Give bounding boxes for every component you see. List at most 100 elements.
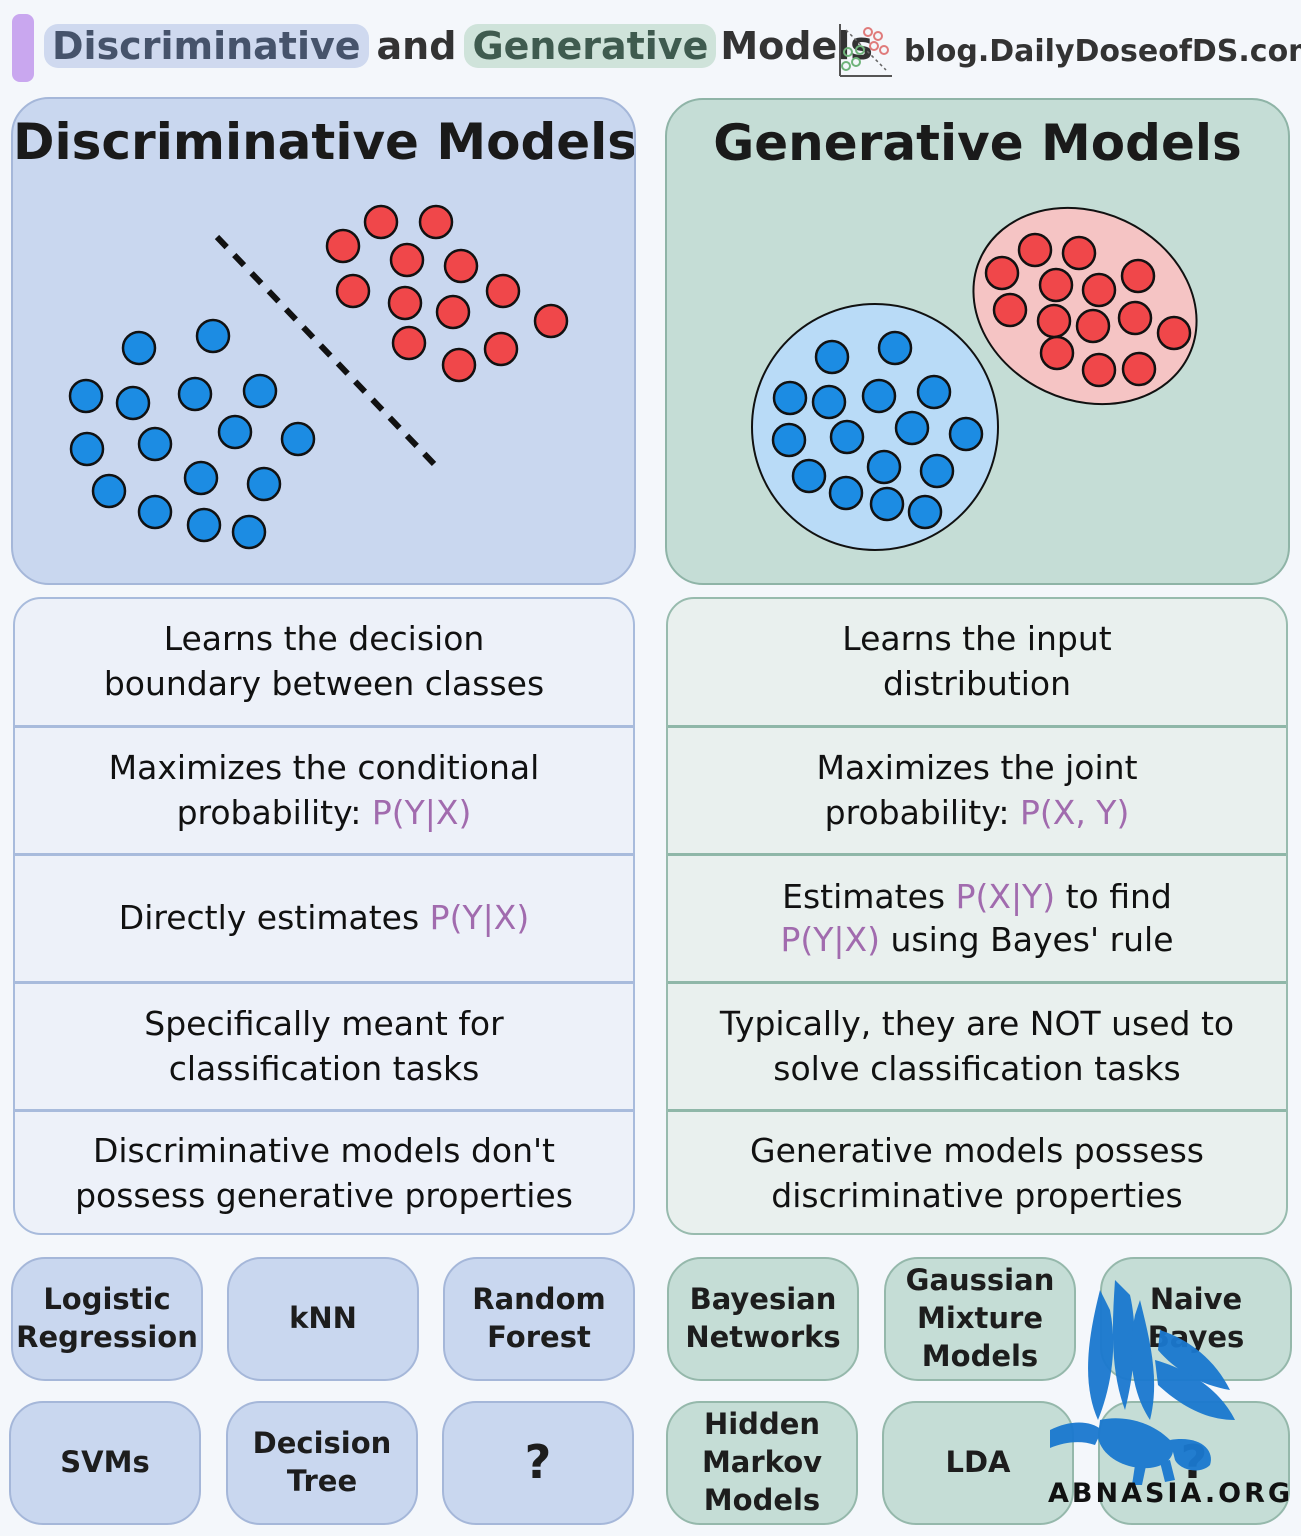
discriminative-panel-title: Discriminative Models <box>13 113 636 171</box>
data-point <box>877 330 913 366</box>
probability-expression: P(Y|X) <box>371 792 472 832</box>
data-point <box>814 339 850 375</box>
data-point <box>183 460 219 496</box>
table-row: Typically, they are NOT used to solve cl… <box>668 981 1286 1109</box>
data-point <box>861 378 897 414</box>
example-chip-lda: LDA <box>882 1401 1074 1525</box>
data-point <box>389 242 425 278</box>
data-point <box>69 431 105 467</box>
row-text: Typically, they are NOT used to solve cl… <box>719 1003 1235 1088</box>
data-point <box>137 426 173 462</box>
decision-boundary-illustration <box>68 204 569 550</box>
data-point <box>791 458 827 494</box>
data-point <box>1081 272 1117 308</box>
probability-expression: P(Y|X) <box>429 898 530 938</box>
data-point <box>894 410 930 446</box>
data-point <box>387 285 423 321</box>
row-text: Generative models possess discriminative… <box>750 1130 1204 1215</box>
title-and: and <box>376 24 457 68</box>
data-point <box>1156 315 1192 351</box>
title-generative: Generative <box>464 24 717 68</box>
data-point <box>68 378 104 414</box>
data-point <box>1036 303 1072 339</box>
example-chip-bayesian-networks: Bayesian Networks <box>667 1257 859 1381</box>
data-point <box>772 380 808 416</box>
table-row: Discriminative models don't possess gene… <box>15 1109 633 1233</box>
data-point <box>177 376 213 412</box>
data-point <box>866 449 902 485</box>
probability-expression: P(X|Y) <box>955 876 1056 916</box>
example-chip-decision-tree: Decision Tree <box>226 1401 418 1525</box>
example-chip-svms: SVMs <box>9 1401 201 1525</box>
data-point <box>869 486 905 522</box>
example-chip-knn: kNN <box>227 1257 419 1381</box>
data-point <box>948 416 984 452</box>
data-point <box>217 414 253 450</box>
example-chip-logistic-regression: Logistic Regression <box>11 1257 203 1381</box>
data-point <box>1121 351 1157 387</box>
table-row: Directly estimates P(Y|X) <box>15 853 633 981</box>
watermark-text: ABNASIA.ORG <box>1048 1478 1294 1509</box>
data-point <box>280 421 316 457</box>
data-point <box>115 385 151 421</box>
table-row: Estimates P(X|Y) to find P(Y|X) using Ba… <box>668 853 1286 981</box>
data-point <box>919 453 955 489</box>
data-point <box>121 330 157 366</box>
data-point <box>992 292 1028 328</box>
title-accent-bar <box>12 14 34 82</box>
data-point <box>418 204 454 240</box>
data-point <box>335 273 371 309</box>
row-text: Maximizes the conditional probability: P… <box>108 747 540 832</box>
table-row: Maximizes the conditional probability: P… <box>15 725 633 853</box>
generative-properties-table: Learns the input distribution Maximizes … <box>666 597 1288 1235</box>
data-point <box>1120 258 1156 294</box>
data-point <box>1117 300 1153 336</box>
row-text: Maximizes the joint probability: P(X, Y) <box>816 747 1138 832</box>
title-discriminative: Discriminative <box>44 24 369 68</box>
blue-class-points <box>68 318 316 550</box>
data-point <box>1081 352 1117 388</box>
row-text: Specifically meant for classification ta… <box>144 1003 504 1088</box>
discriminative-panel: Discriminative Models <box>11 97 636 585</box>
probability-expression: P(X, Y) <box>1019 792 1130 832</box>
example-chip-hidden-markov-models: Hidden Markov Models <box>666 1401 858 1525</box>
data-point <box>483 331 519 367</box>
data-point <box>1075 308 1111 344</box>
data-point <box>435 294 471 330</box>
table-row: Learns the decision boundary between cla… <box>15 599 633 725</box>
table-row: Maximizes the joint probability: P(X, Y) <box>668 725 1286 853</box>
probability-expression: P(Y|X) <box>780 919 880 959</box>
red-class-points <box>984 232 1192 388</box>
data-point <box>242 373 278 409</box>
red-class-points <box>325 204 569 383</box>
decision-boundary-line <box>214 234 438 468</box>
generative-panel: Generative Models <box>665 98 1290 585</box>
row-text: Estimates P(X|Y) to find P(Y|X) using Ba… <box>780 876 1174 959</box>
data-point <box>363 204 399 240</box>
row-text: Discriminative models don't possess gene… <box>75 1130 573 1215</box>
distribution-illustration <box>751 206 1198 551</box>
generative-panel-title: Generative Models <box>713 114 1242 172</box>
blog-url: blog.DailyDoseofDS.com <box>904 34 1301 69</box>
blue-class-points <box>771 330 984 530</box>
example-chip-unknown: ? <box>442 1401 634 1525</box>
row-text: Learns the decision boundary between cla… <box>103 619 545 703</box>
data-point <box>443 248 479 284</box>
row-text: Directly estimates P(Y|X) <box>118 898 530 938</box>
table-row: Generative models possess discriminative… <box>668 1109 1286 1233</box>
data-point <box>246 466 282 502</box>
data-point <box>828 475 864 511</box>
row-text: Learns the input distribution <box>842 619 1112 703</box>
data-point <box>137 494 173 530</box>
example-chip-random-forest: Random Forest <box>443 1257 635 1381</box>
scatter-logo-icon <box>839 24 892 77</box>
table-row: Specifically meant for classification ta… <box>15 981 633 1109</box>
data-point <box>441 347 477 383</box>
data-point <box>829 419 865 455</box>
data-point <box>391 325 427 361</box>
data-point <box>325 228 361 264</box>
data-point <box>1039 335 1075 371</box>
data-point <box>485 273 521 309</box>
example-chip-gaussian-mixture-models: Gaussian Mixture Models <box>884 1257 1076 1381</box>
